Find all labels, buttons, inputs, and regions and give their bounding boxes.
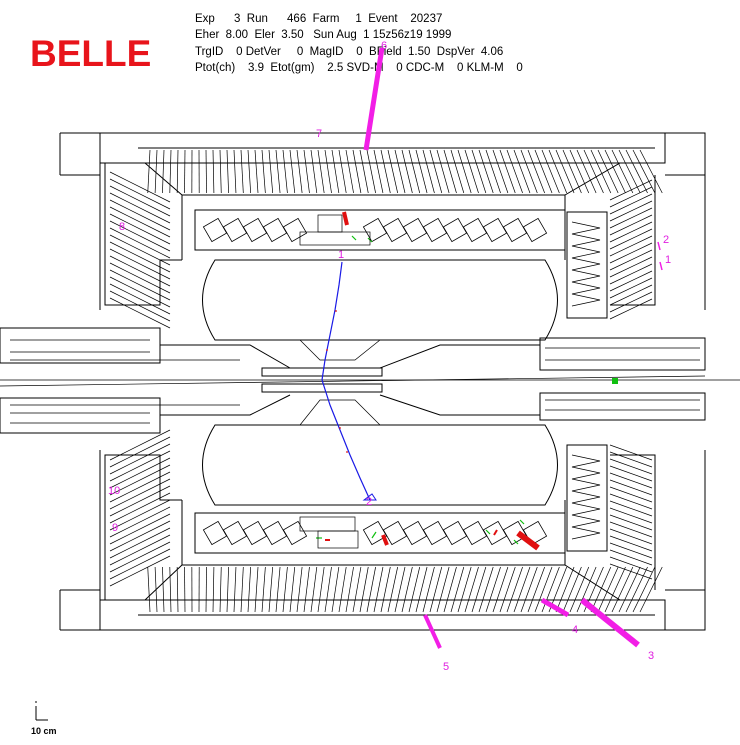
green-hit-beam [612, 378, 618, 384]
label-2-forward: 2 [663, 234, 669, 246]
hit-top [342, 211, 349, 226]
hit-bottom-1 [381, 534, 389, 546]
klm-barrel-top [147, 149, 663, 194]
header-line-4: Ptot(ch) 3.9 Etot(gm) 2.5 SVD-M 0 CDC-M … [195, 62, 523, 74]
cluster-4 [540, 597, 570, 618]
label-5: 5 [443, 661, 449, 673]
label-7: 7 [316, 128, 322, 140]
klm-endcap-forward [609, 179, 653, 580]
header-line-1: Exp 3 Run 466 Farm 1 Event 20237 [195, 13, 442, 25]
cluster-6 [363, 47, 385, 151]
label-1: 1 [338, 249, 344, 261]
label-10: 10 [108, 485, 120, 497]
cluster-3 [580, 597, 640, 648]
belle-logo: BELLE [30, 33, 151, 74]
ecl-forward-elements [571, 221, 601, 540]
label-3: 3 [648, 650, 654, 662]
detector-outline [0, 132, 740, 631]
scale-label: 10 cm [31, 726, 57, 736]
header-line-2: Eher 8.00 Eler 3.50 Sun Aug 1 15z56z19 1… [195, 29, 451, 41]
scale-bar: 10 cm [31, 701, 57, 736]
label-9: 9 [112, 522, 118, 534]
klm-barrel-bottom [147, 566, 663, 613]
track-1 [321, 261, 343, 381]
label-6: 6 [381, 40, 387, 52]
label-4: 4 [572, 624, 578, 636]
label-2: 2 [366, 496, 372, 508]
event-content [299, 47, 663, 649]
klm-endcap-backward [109, 171, 171, 587]
label-1-forward: 1 [665, 254, 671, 266]
cluster-labels: 1 2 3 4 5 6 7 8 9 10 2 1 [108, 40, 671, 673]
cluster-5 [423, 614, 442, 649]
track-2 [321, 379, 371, 501]
hit-bottom-2 [516, 530, 540, 551]
label-8: 8 [119, 221, 125, 233]
header-line-3: TrgID 0 DetVer 0 MagID 0 BField 1.50 Dsp… [195, 46, 503, 58]
